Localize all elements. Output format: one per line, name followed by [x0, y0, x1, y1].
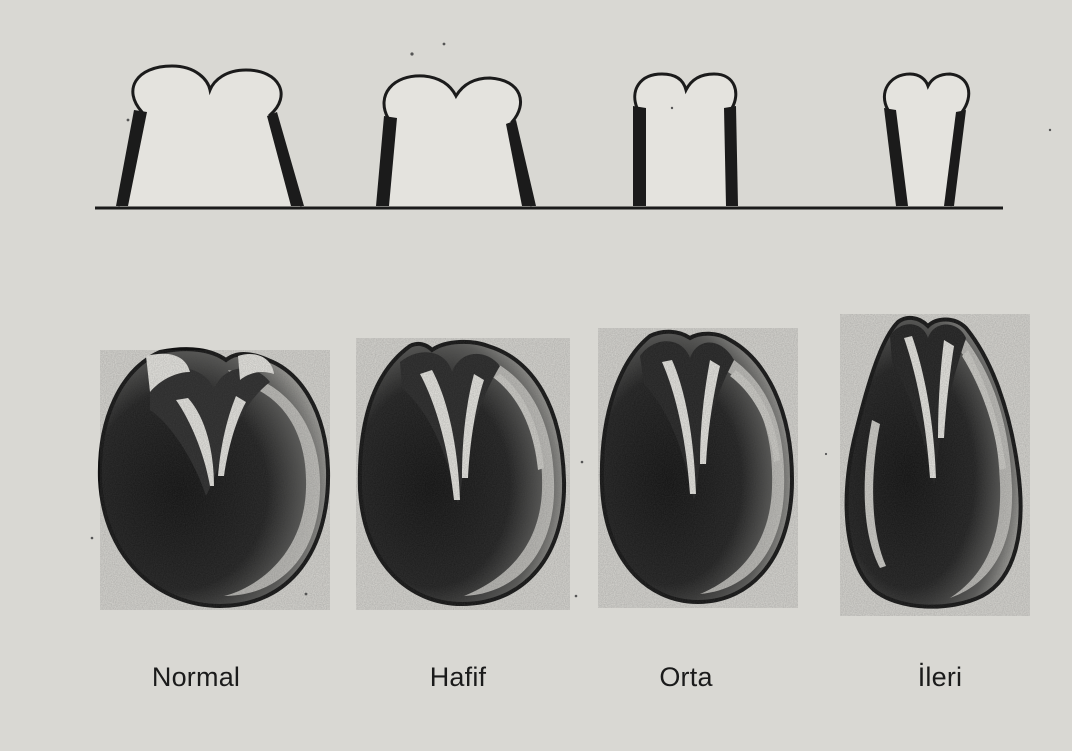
sole-view-normal [100, 349, 330, 610]
sole-view-hafif [356, 338, 570, 610]
label-hafif: Hafif [378, 662, 538, 693]
cross-section-hafif [376, 76, 536, 206]
cross-section-normal [116, 66, 304, 206]
label-normal: Normal [116, 662, 276, 693]
cross-section-ileri [884, 74, 969, 206]
sole-view-orta [598, 328, 798, 608]
cross-section-orta [633, 74, 738, 206]
label-ileri: İleri [860, 662, 1020, 693]
hoof-wall-right [724, 106, 738, 206]
label-orta: Orta [606, 662, 766, 693]
hoof-wall-left [633, 106, 646, 206]
sole-view-ileri [840, 314, 1030, 616]
